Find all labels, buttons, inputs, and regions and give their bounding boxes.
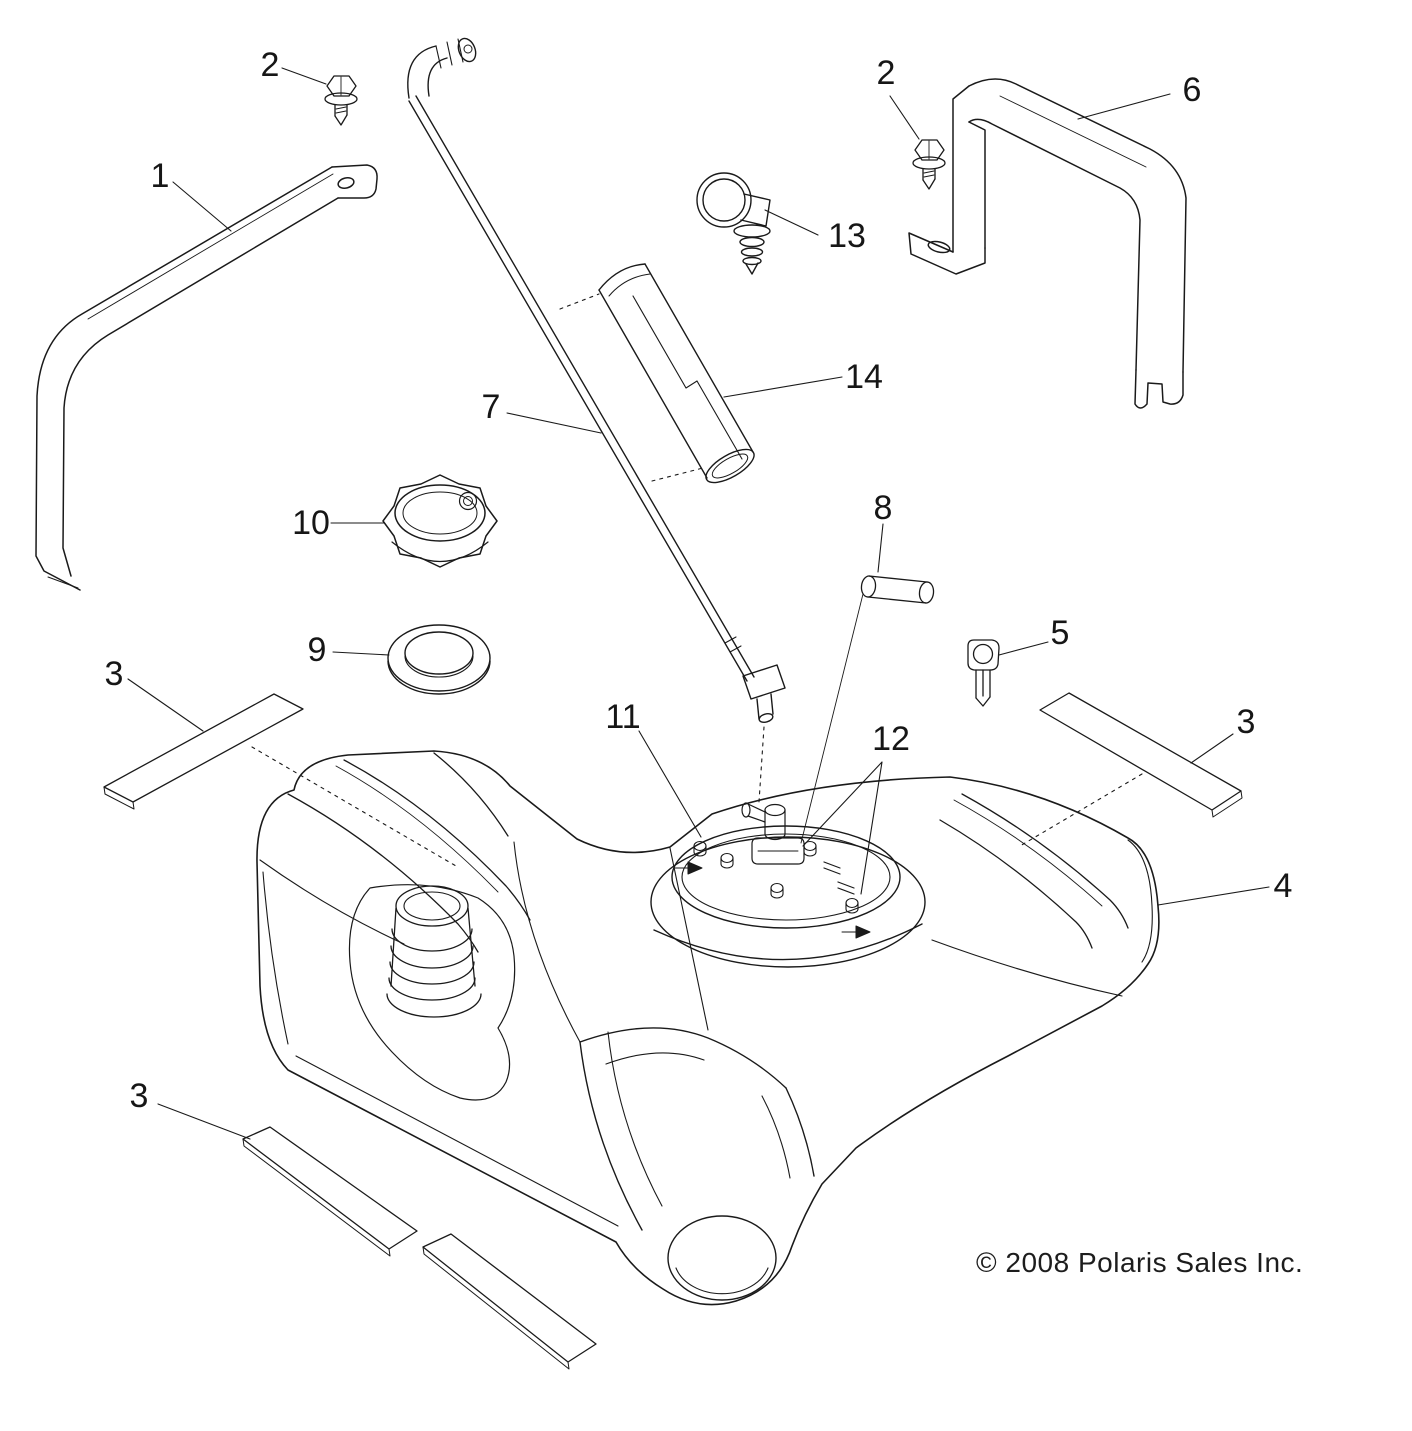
pump-plate-screws bbox=[693, 840, 859, 914]
callout-2-left: 2 bbox=[260, 46, 280, 84]
callout-5: 5 bbox=[1050, 614, 1070, 652]
hose-sleeve bbox=[598, 263, 755, 484]
callout-6: 6 bbox=[1182, 71, 1202, 109]
flange-bolt-left bbox=[324, 75, 358, 126]
filler-neck-seal bbox=[387, 624, 491, 695]
filler-neck bbox=[348, 884, 516, 1101]
foam-strip-right bbox=[1039, 692, 1243, 818]
tank-front-channel bbox=[579, 1027, 815, 1301]
callout-10: 10 bbox=[292, 504, 330, 542]
callout-2-right: 2 bbox=[876, 54, 896, 92]
cable-clamp bbox=[696, 172, 771, 275]
callout-11: 11 bbox=[605, 698, 641, 736]
tank-contour-lines bbox=[262, 841, 709, 1227]
callout-8: 8 bbox=[873, 489, 893, 527]
fuel-pump-plate bbox=[671, 802, 901, 939]
pump-elbow-fitting bbox=[741, 802, 805, 865]
fuel-tank-bracket-right bbox=[908, 78, 1187, 409]
callout-14: 14 bbox=[845, 358, 883, 396]
callout-12: 12 bbox=[872, 720, 910, 758]
pin-assembly-line bbox=[800, 593, 864, 844]
copyright-notice: © 2008 Polaris Sales Inc. bbox=[976, 1247, 1304, 1278]
pump-hose-nipples bbox=[823, 861, 855, 895]
callout-9: 9 bbox=[307, 631, 327, 669]
callout-3-left: 3 bbox=[104, 655, 124, 693]
callout-leader-lines bbox=[127, 67, 1270, 1140]
assembly-alignment-lines bbox=[251, 293, 1143, 867]
foam-strip-bottom-1 bbox=[242, 1126, 418, 1257]
fuel-cap bbox=[382, 474, 498, 568]
assembly-arrows bbox=[673, 861, 871, 939]
strap-bolt-hole bbox=[337, 177, 355, 189]
flange-bolt-right bbox=[912, 139, 946, 190]
foam-strip-bottom-2 bbox=[422, 1233, 597, 1370]
pump-recess-bowl bbox=[650, 836, 926, 968]
shoulder-screw bbox=[967, 639, 1000, 707]
fuel-tank-body bbox=[256, 750, 1160, 1306]
retainer-pin bbox=[800, 575, 935, 844]
callout-3-bottom: 3 bbox=[129, 1077, 149, 1115]
fuel-tank-strap-left bbox=[35, 164, 378, 591]
callout-7: 7 bbox=[481, 388, 501, 426]
callout-3-right: 3 bbox=[1236, 703, 1256, 741]
callout-4: 4 bbox=[1273, 867, 1293, 905]
bracket-bolt-hole bbox=[927, 240, 951, 254]
vent-hose bbox=[407, 37, 786, 724]
tank-right-hump-channel bbox=[931, 793, 1153, 997]
callout-1: 1 bbox=[150, 157, 170, 195]
foam-strip-left bbox=[103, 693, 304, 810]
callout-13: 13 bbox=[828, 217, 866, 255]
